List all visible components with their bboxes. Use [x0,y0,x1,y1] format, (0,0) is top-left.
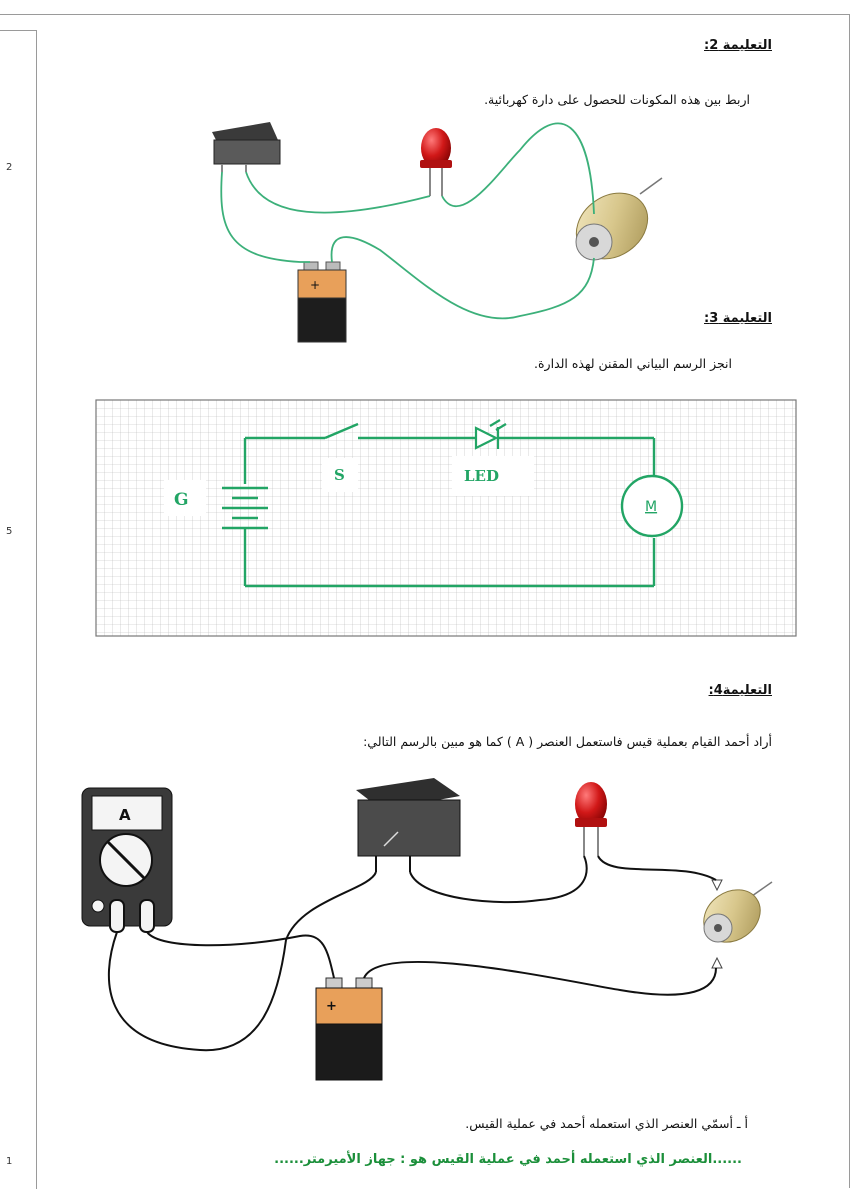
meter-label: A [119,806,131,824]
measurement-figure: A [81,778,773,1081]
score-margin [0,30,37,1189]
score-2: 2 [6,162,13,173]
instruction-2-heading: التعليمة 2: [704,38,772,53]
black-wires [107,855,717,1052]
score-1: 1 [6,1156,13,1167]
led-icon [420,128,452,196]
led2-icon [575,782,607,856]
battery-symbol [222,486,268,530]
green-wires [220,122,595,320]
instruction-4-heading: التعليمة4: [708,683,772,698]
generator-label: G [174,490,189,510]
instruction-2-text: اربط بين هذه المكونات للحصول على دارة كه… [484,92,750,107]
motor2-icon [703,879,773,969]
question-a: أ ـ أسمّي العنصر الذي استعمله أحمد في عم… [465,1116,748,1131]
schematic-figure: M G S LED [95,399,797,637]
battery-plus-label: + [310,278,320,292]
instruction-3-heading: التعليمة 3: [704,311,772,326]
motor-label: M [645,499,657,515]
score-5: 5 [6,526,13,537]
motor-symbol [620,474,684,538]
led-diode-symbol [474,419,507,450]
figure-components: + [212,122,663,343]
ammeter-icon: A [81,787,173,933]
page-border-top [0,14,850,15]
answer-a: ......العنصر الذي استعمله أحمد في عملية … [274,1152,742,1167]
instruction-4-text: أراد أحمد القيام بعملية قيس فاستعمل العن… [363,734,772,749]
battery-icon: + [297,261,347,343]
page-border-right [849,14,850,1188]
battery2-plus-label: + [326,999,337,1014]
battery2-icon: + [315,977,383,1081]
instruction-3-text: انجز الرسم البياني المقنن لهذه الدارة. [534,356,732,371]
led-label: LED [464,467,499,485]
switch-label: S [334,466,345,484]
grid-paper [95,399,797,637]
switch-icon [212,122,281,172]
switch2-icon [356,778,461,872]
motor-icon [575,177,663,261]
